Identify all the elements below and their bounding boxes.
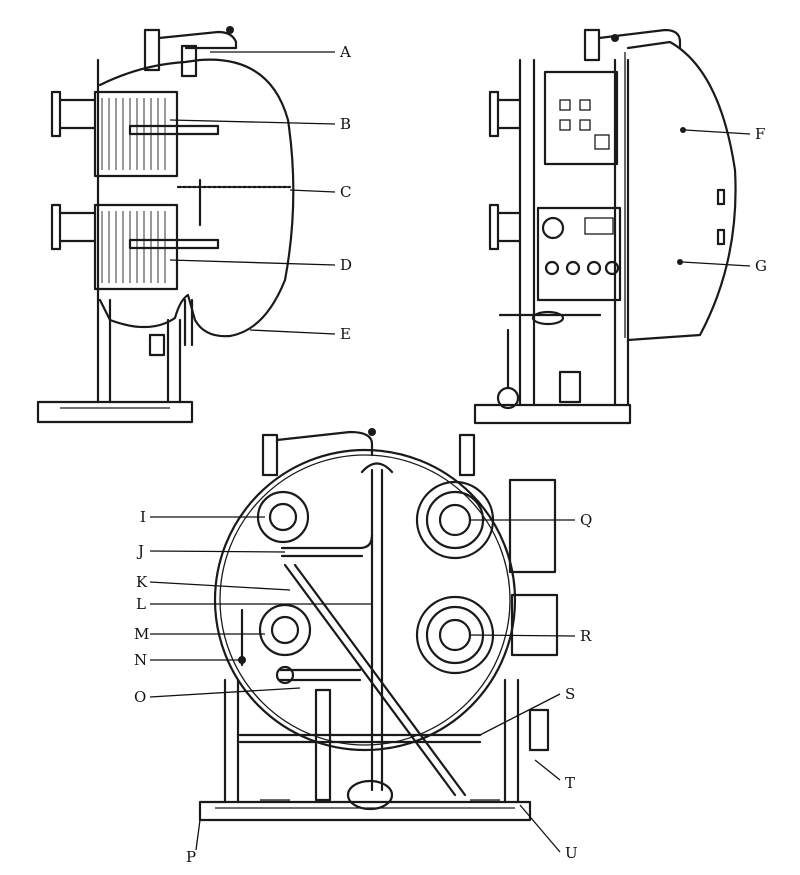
nozzle-i	[256, 490, 310, 544]
end-view	[149, 428, 576, 853]
callout-p: P	[186, 848, 196, 866]
nozzle-m	[258, 603, 312, 657]
callout-labels: A B C D E F G I J K L M N O P Q R S T U	[134, 43, 767, 866]
callout-e: E	[340, 325, 351, 343]
callout-o: O	[134, 688, 146, 706]
callout-b: B	[340, 115, 351, 133]
callout-n: N	[134, 651, 147, 669]
callout-k: K	[136, 573, 148, 591]
callout-f: F	[755, 125, 765, 143]
callout-m: M	[134, 625, 149, 643]
callout-d: D	[340, 256, 352, 274]
callout-j: J	[136, 542, 144, 560]
callout-a: A	[339, 43, 351, 61]
callout-t: T	[565, 774, 575, 792]
callout-i: I	[140, 508, 146, 526]
callout-u: U	[565, 844, 578, 862]
callout-g: G	[755, 257, 767, 275]
side-view	[36, 26, 336, 424]
callout-r: R	[580, 627, 592, 645]
callout-q: Q	[580, 511, 592, 529]
callout-s: S	[565, 685, 575, 703]
callout-l: L	[136, 595, 146, 613]
front-view	[473, 28, 751, 425]
callout-c: C	[340, 183, 351, 201]
